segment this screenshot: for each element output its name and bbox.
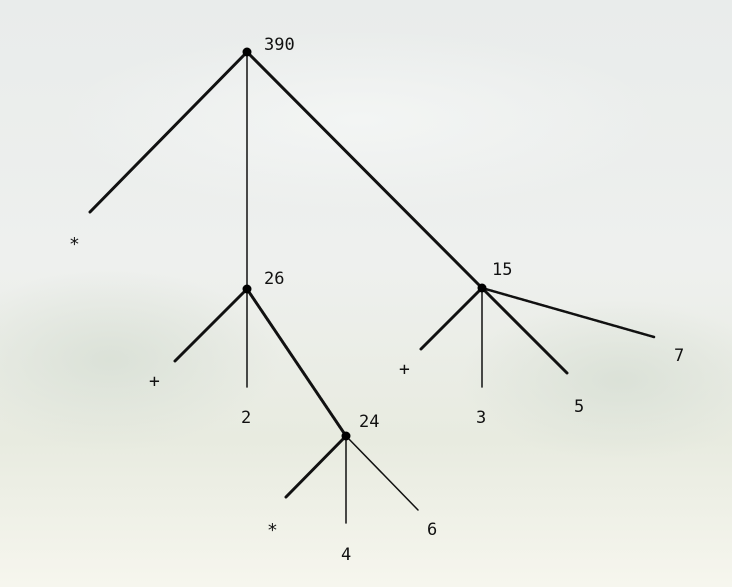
leaf-7: 7 [674, 346, 684, 366]
leaf-2: 2 [241, 408, 251, 428]
node-24-value: 24 [359, 412, 379, 432]
edge-root-op [88, 50, 249, 214]
node-24 [341, 431, 351, 441]
node-root [242, 47, 252, 57]
leaf-5: 5 [574, 397, 584, 417]
node-26-operator: + [149, 371, 160, 392]
edge-15-5 [480, 286, 569, 375]
root-operator: * [69, 234, 80, 255]
leaf-4: 4 [341, 545, 351, 565]
edge-root-15 [245, 50, 484, 290]
edge-26-24 [245, 287, 348, 438]
node-15 [477, 283, 487, 293]
edge-15-7 [480, 286, 656, 339]
edge-24-op [284, 434, 348, 499]
edge-24-6 [345, 435, 419, 511]
edge-26-op [173, 287, 249, 363]
node-26-value: 26 [264, 269, 284, 289]
node-26 [242, 284, 252, 294]
node-root-value: 390 [264, 35, 295, 55]
node-15-operator: + [399, 359, 410, 380]
edge-15-op [419, 286, 484, 351]
leaf-3: 3 [476, 408, 486, 428]
node-24-operator: * [267, 520, 278, 541]
leaf-6: 6 [427, 520, 437, 540]
node-15-value: 15 [492, 260, 512, 280]
